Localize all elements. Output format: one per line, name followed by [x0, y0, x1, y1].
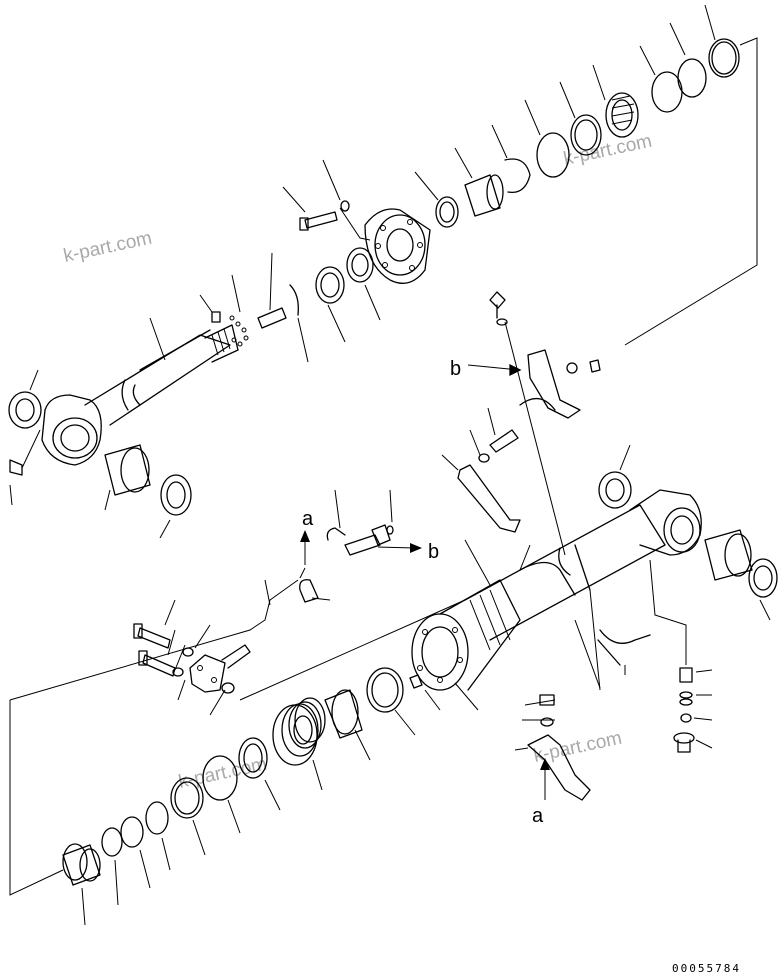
label-b-upper: b: [450, 358, 461, 380]
drawing-number: 00055784: [672, 962, 741, 975]
cylinder-tube-assembly: a: [409, 471, 778, 827]
label-b-lower: b: [428, 541, 439, 563]
upper-rod-assembly: [8, 38, 740, 516]
lower-leader-lines: [9, 444, 771, 926]
watermark-1: k-part.com: [62, 228, 154, 267]
watermark-4: k-part.com: [177, 754, 269, 793]
lower-seal-assembly: [62, 623, 404, 886]
label-a-lower: a: [532, 805, 544, 827]
clamp-and-hose-parts: b a b: [299, 291, 601, 603]
center-tie-line: [504, 321, 601, 691]
upper-leader-lines: [9, 4, 758, 539]
label-a-upper: a: [302, 508, 314, 530]
